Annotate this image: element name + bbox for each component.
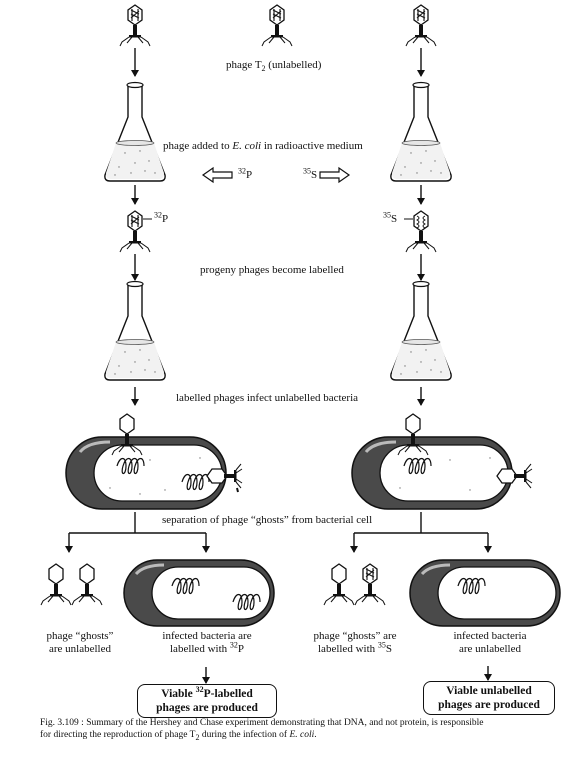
- open-arrow-right-icon: [319, 166, 351, 184]
- label-phage-added: phage added to E. coli in radioactive me…: [163, 140, 363, 152]
- bacterium-left-labelled-icon: [123, 559, 275, 627]
- label-separation: separation of phage “ghosts” from bacter…: [162, 514, 373, 526]
- bacterium-right-infected-icon: [351, 436, 513, 510]
- ghost-phage-right-a-icon: [323, 563, 355, 606]
- label-35s-medium: 35S: [303, 166, 318, 181]
- phage-t2-right-icon: [405, 4, 437, 47]
- flask-right-1-icon: [390, 81, 452, 182]
- flask-right-2-icon: [390, 280, 452, 381]
- label-32p-phage: 32P: [154, 210, 169, 225]
- label-ghosts-left: phage “ghosts”are unlabelled: [46, 630, 114, 655]
- label-32p-medium: 32P: [238, 166, 253, 181]
- label-phage-t2: phage T2 (unlabelled): [226, 59, 322, 74]
- bacterium-left-infected-icon: [65, 436, 227, 510]
- phage-35s-icon: [405, 210, 437, 253]
- label-35s-phage: 35S: [383, 210, 398, 225]
- open-arrow-left-icon: [201, 166, 233, 184]
- flask-left-1-icon: [104, 81, 166, 182]
- phage-t2-left-icon: [119, 4, 151, 47]
- label-infect: labelled phages infect unlabelled bacter…: [176, 392, 359, 404]
- figure-caption: Fig. 3.109 : Summary of the Hershey and …: [40, 718, 484, 742]
- phage-32p-icon: [119, 210, 151, 253]
- flask-left-2-icon: [104, 280, 166, 381]
- infecting-phage-left-side-icon: [206, 463, 243, 489]
- ghost-phage-right-b-icon: [354, 563, 386, 606]
- ghost-phage-left-b-icon: [71, 563, 103, 606]
- label-progeny: progeny phages become labelled: [200, 264, 344, 276]
- ghost-phage-left-a-icon: [40, 563, 72, 606]
- infecting-phage-right-side-icon: [496, 463, 533, 489]
- bacterium-right-unlabelled-icon: [409, 559, 561, 627]
- phage-t2-center-icon: [261, 4, 293, 47]
